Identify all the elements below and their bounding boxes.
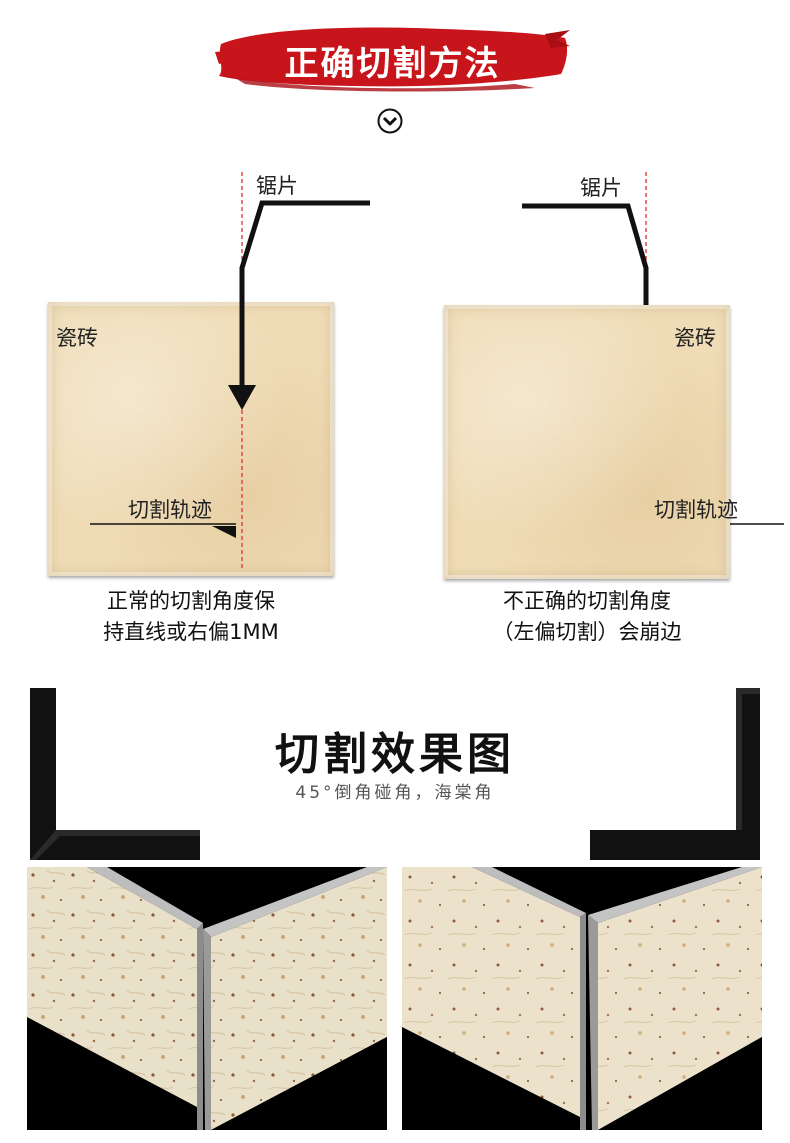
caption-right: 不正确的切割角度 （左偏切割）会崩边 (444, 586, 730, 648)
caption-left-line1: 正常的切割角度保 (107, 589, 275, 613)
track-label-left: 切割轨迹 (128, 498, 212, 522)
caption-right-line2: （左偏切割）会崩边 (492, 620, 682, 644)
caption-left: 正常的切割角度保 持直线或右偏1MM (48, 586, 334, 648)
track-label-right: 切割轨迹 (654, 498, 738, 522)
tile-label-left: 瓷砖 (56, 326, 98, 350)
effect-title: 切割效果图 (275, 729, 515, 780)
bracket-right (590, 688, 760, 860)
corner-brackets (30, 688, 760, 860)
banner-title: 正确切割方法 (284, 44, 501, 84)
tile-right (444, 305, 730, 579)
effect-subtitle: 45°倒角碰角，海棠角 (295, 783, 495, 803)
tile-left (48, 302, 334, 576)
effect-photo-left (27, 867, 387, 1130)
blade-label-left: 锯片 (256, 174, 298, 198)
caption-left-line2: 持直线或右偏1MM (103, 620, 279, 644)
blade-path-left (239, 200, 370, 388)
track-arrowhead-left (212, 526, 236, 538)
brush-stroke-background (215, 27, 570, 92)
chevron-down-circle-icon (377, 108, 403, 134)
arrow-down-left (228, 385, 256, 410)
section-banner: 正确切割方法 (215, 22, 570, 92)
tile-label-right: 瓷砖 (674, 326, 716, 350)
effect-photo-right (402, 867, 762, 1130)
caption-right-line1: 不正确的切割角度 (503, 589, 671, 613)
blade-label-right: 锯片 (580, 176, 622, 200)
